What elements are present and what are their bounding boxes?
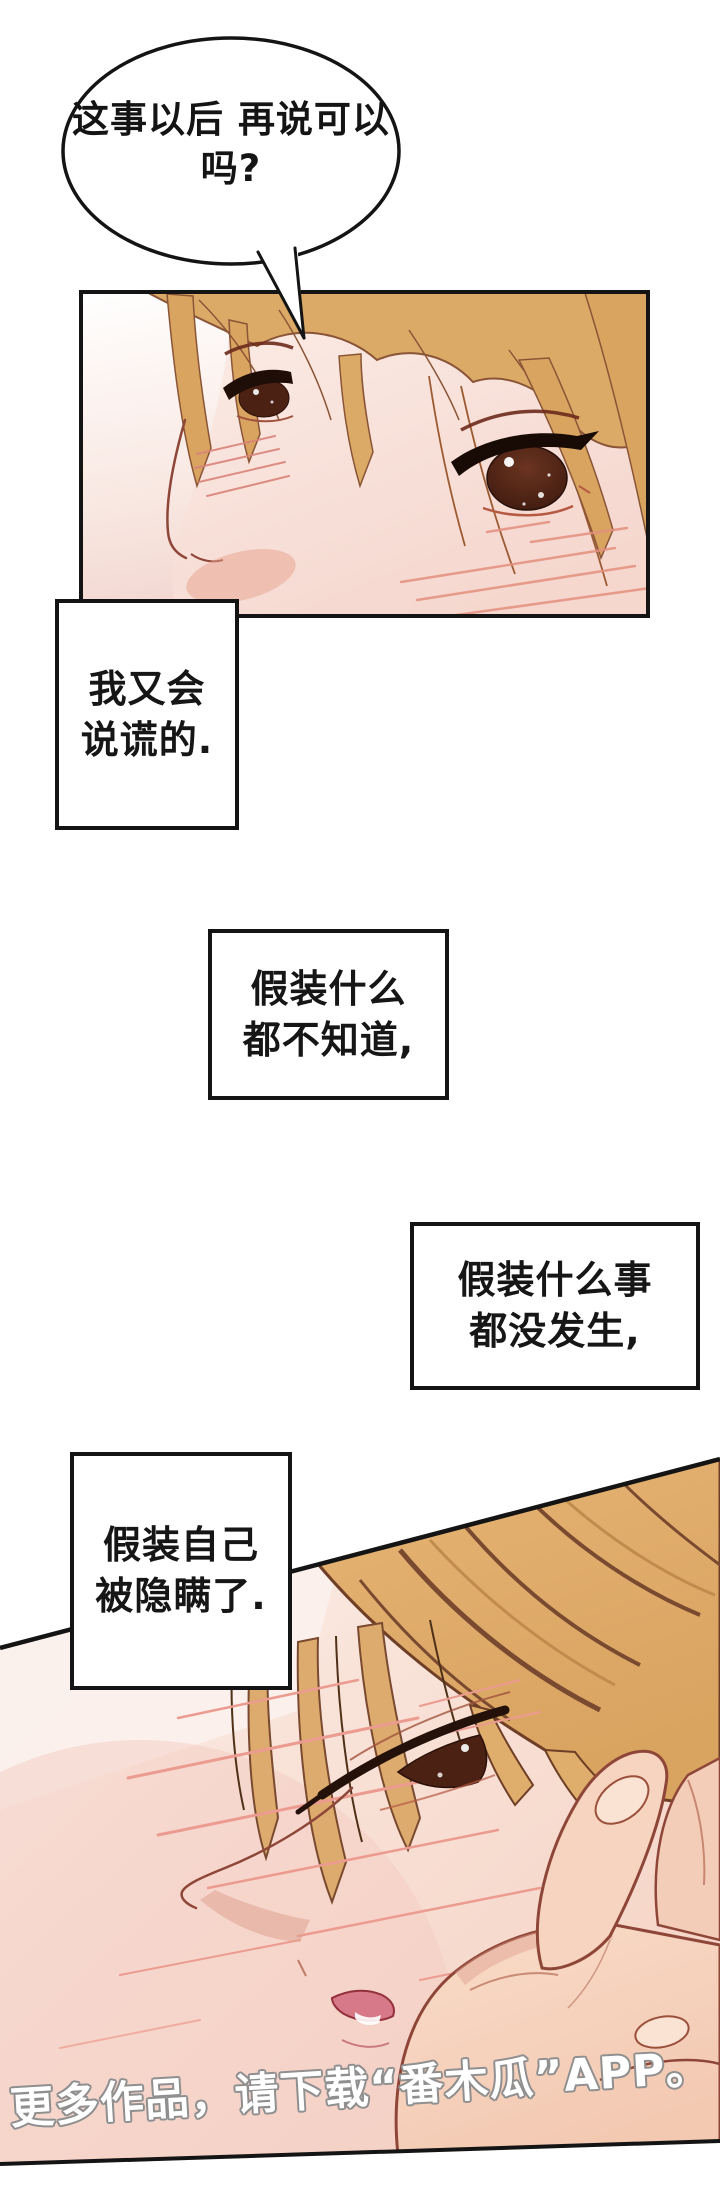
speech-bubble-text: 这事以后 再说可以吗? — [71, 96, 391, 194]
hair — [148, 294, 646, 587]
left-eye — [223, 369, 294, 423]
finger — [654, 1755, 720, 1942]
caption-line: 说谎的. — [80, 717, 214, 762]
top-panel-art — [79, 290, 650, 618]
caption-line: 都没发生, — [469, 1309, 641, 1353]
speech-line: 再说可以吗? — [200, 98, 390, 190]
fingernail — [594, 1775, 650, 1825]
hair-strands — [230, 1619, 475, 1905]
caption-box-4: 假装自己 被隐瞒了. — [70, 1452, 292, 1690]
caption-box-3: 假装什么事 都没发生, — [410, 1222, 700, 1390]
caption-box-2: 假装什么 都不知道, — [208, 929, 449, 1100]
speech-line: 这事以后 — [72, 98, 225, 141]
caption-box-1: 我又会 说谎的. — [55, 599, 239, 830]
hand — [394, 1749, 720, 2157]
bottom-panel-art — [0, 1456, 720, 2166]
speech-bubble-tail — [254, 239, 306, 340]
right-eye — [451, 431, 599, 517]
caption-line: 被隐瞒了. — [95, 1574, 267, 1618]
cheek-glow — [0, 1740, 460, 2164]
caption-line: 都不知道, — [242, 1017, 415, 1062]
panel2-bottom-border — [0, 2139, 720, 2166]
right-eyebrow — [460, 409, 580, 432]
blush-lines — [194, 435, 290, 497]
left-eyebrow — [224, 341, 294, 356]
panel1-border — [79, 290, 650, 618]
nose — [166, 418, 296, 603]
caption-line: 假装自己 — [102, 1523, 259, 1568]
nose — [180, 1786, 354, 1977]
caption-line: 假装什么事 — [457, 1258, 653, 1303]
blush-lines-right — [399, 520, 646, 614]
fingernail — [634, 2015, 690, 2049]
closed-eye — [295, 1691, 511, 1815]
caption-line: 我又会 — [88, 666, 206, 711]
caption-line: 假装什么 — [250, 966, 407, 1011]
speech-bubble — [61, 36, 401, 340]
lips — [330, 1989, 395, 2048]
